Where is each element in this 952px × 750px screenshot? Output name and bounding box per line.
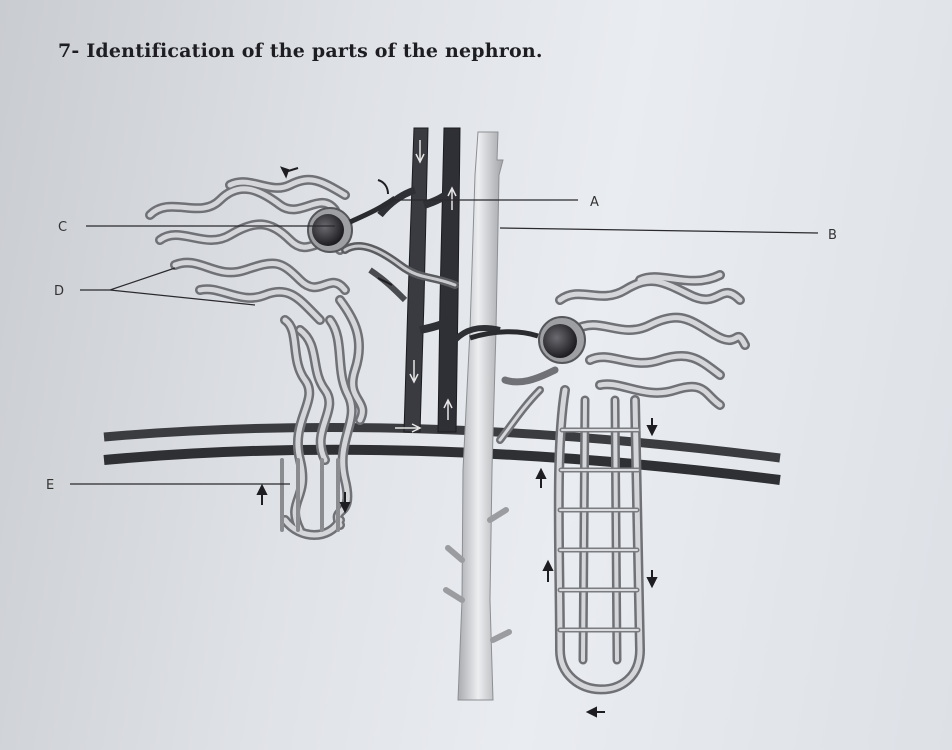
cortical-nephron	[145, 174, 459, 540]
label-c: C	[58, 220, 67, 235]
arcuate-vessels	[103, 422, 781, 485]
page-title: 7- Identification of the parts of the ne…	[58, 40, 543, 62]
left-glomerulus	[307, 195, 397, 253]
collecting-duct	[443, 131, 512, 701]
label-d: D	[54, 284, 64, 299]
leader-line-b	[499, 227, 819, 234]
label-leaders	[70, 199, 819, 485]
leader-line-d	[80, 267, 256, 306]
juxtamedullary-nephron	[496, 270, 750, 695]
label-b: B	[828, 228, 837, 243]
label-e: E	[46, 478, 54, 493]
flow-arrows	[256, 166, 658, 718]
right-glomerulus	[469, 316, 586, 364]
label-a: A	[590, 195, 599, 210]
